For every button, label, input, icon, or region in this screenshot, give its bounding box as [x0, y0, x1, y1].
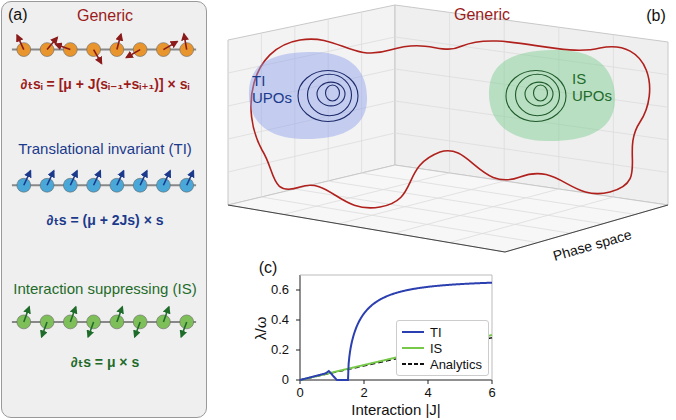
drawing-stroke [117, 307, 122, 322]
drawing-stroke [117, 34, 121, 49]
drawing-stroke [516, 74, 560, 115]
tick-label: 0.2 [271, 343, 289, 357]
drawing-stroke [394, 189, 559, 233]
drawing-stroke [296, 350, 300, 351]
trajectory-label: Generic [454, 6, 510, 24]
drawing-stroke [249, 52, 367, 139]
drawing-stroke [47, 171, 54, 185]
drawing-stroke [163, 42, 177, 50]
drawing-stroke [261, 197, 537, 243]
drawing-stroke [402, 331, 424, 333]
equation: ∂ₜs = (μ + 2Js) × s [46, 212, 163, 228]
drawing-stroke [492, 380, 493, 384]
drawing-stroke [506, 71, 566, 122]
drawing-stroke [163, 171, 170, 185]
drawing-stroke [296, 320, 300, 321]
section-title: Translational invariant (TI) [18, 140, 192, 157]
legend-sample [401, 327, 425, 337]
drawing-stroke [300, 275, 301, 380]
tick-label: 2 [360, 386, 367, 400]
drawing-stroke [40, 178, 54, 192]
drawing-stroke [42, 322, 47, 337]
drawing-stroke [94, 50, 102, 64]
section-title: Generic [77, 7, 133, 25]
equation: ∂ₜs = μ × s [71, 354, 139, 370]
drawing-stroke [70, 171, 77, 185]
drawing-stroke [402, 347, 424, 349]
tick-label: 6 [488, 386, 495, 400]
tick-label: 4 [424, 386, 431, 400]
drawing-stroke [300, 380, 492, 381]
drawing-stroke [17, 35, 24, 49]
drawing-stroke [402, 363, 424, 365]
tick-label: 0 [296, 386, 303, 400]
equation: ∂ₜsᵢ = [μ + J(sᵢ₋₁+sᵢ₊₁)] × sᵢ [21, 76, 190, 92]
drawing-stroke [94, 171, 101, 185]
upo-region: TI UPOs [246, 50, 370, 142]
drawing-stroke [317, 82, 345, 106]
drawing-stroke [135, 322, 140, 337]
upo-region: IS UPOs [486, 48, 618, 144]
legend-box: TIISAnalytics [396, 320, 489, 376]
drawing-stroke [24, 307, 29, 322]
drawing-stroke [298, 71, 358, 122]
drawing-stroke [117, 171, 124, 185]
plot-curves [300, 283, 492, 380]
legend-text: TI [430, 325, 442, 340]
legend-sample [401, 359, 425, 369]
drawing-stroke [339, 181, 504, 224]
tick-label: 0.6 [271, 283, 289, 297]
tick-label: 0 [282, 373, 289, 387]
phase-space-box [228, 5, 668, 252]
drawing-stroke [63, 43, 77, 57]
drawing-stroke [428, 380, 429, 384]
drawing-stroke [534, 85, 548, 101]
panel-letter: (b) [646, 7, 666, 25]
legend-sample [401, 343, 425, 353]
drawing-stroke [328, 181, 603, 224]
drawing-stroke [449, 12, 450, 173]
plot-axes [296, 275, 492, 384]
drawing-stroke [140, 171, 147, 185]
panel-box: (a) Generic ∂ₜsᵢ = [μ + J(sᵢ₋₁+sᵢ₊₁)] × sᵢ… [1, 1, 207, 418]
drawing-stroke [126, 50, 140, 58]
drawing-stroke [228, 12, 668, 243]
drawing-stroke [24, 171, 31, 185]
panel-letter: (c) [259, 259, 278, 277]
drawing-stroke [613, 35, 614, 197]
drawing-stroke [228, 205, 505, 252]
drawing-stroke [70, 307, 75, 322]
drawing-stroke [181, 322, 186, 337]
section-title: Interaction suppressing (IS) [13, 280, 196, 297]
drawing-stroke [300, 275, 492, 276]
drawing-stroke [492, 275, 493, 380]
legend-text: Analytics [430, 357, 482, 372]
drawing-stroke [489, 50, 615, 141]
axis-label: λ/ω [254, 316, 271, 339]
drawing-stroke [187, 171, 194, 185]
legend-entry: IS [401, 340, 482, 356]
drawing-stroke [163, 307, 168, 322]
drawing-stroke [525, 82, 553, 106]
region-label: IS UPOs [572, 70, 616, 105]
drawing-stroke [326, 85, 340, 101]
tick-label: 0.4 [271, 313, 289, 327]
legend-entry: Analytics [401, 356, 482, 372]
drawing-stroke [184, 34, 187, 50]
drawing-stroke [300, 283, 492, 380]
drawing-stroke [450, 197, 614, 243]
drawing-stroke [55, 44, 70, 49]
drawing-stroke [308, 74, 352, 115]
drawing-stroke [296, 380, 300, 381]
legend-entry: TI [401, 324, 482, 340]
region-label: TI UPOs [252, 72, 298, 107]
drawing-stroke [364, 380, 365, 384]
legend-text: IS [430, 341, 442, 356]
panel-letter: (a) [8, 6, 28, 24]
drawing-stroke [88, 322, 93, 337]
drawing-stroke [296, 290, 300, 291]
axis-label: Interaction |J| [351, 402, 441, 419]
